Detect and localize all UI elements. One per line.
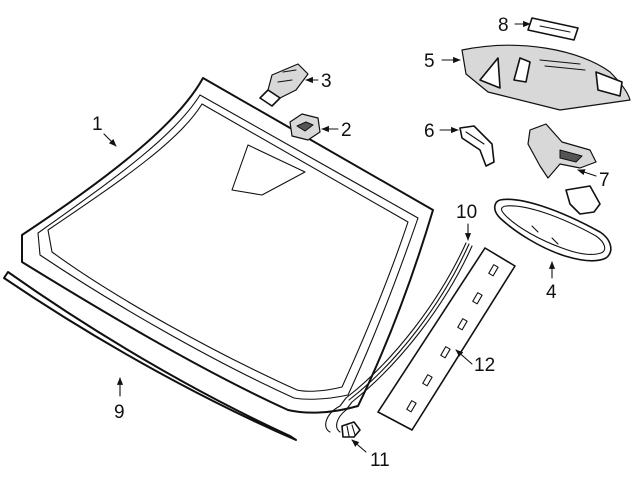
side-molding	[325, 242, 473, 433]
lower-molding	[3, 271, 297, 441]
callout-5: 5	[424, 51, 435, 72]
leader-7	[577, 169, 597, 177]
leader-11	[351, 439, 367, 453]
leader-lines	[103, 20, 597, 453]
callout-labels: 1 2 3 4 5 6 7 8 9 10 11 12	[92, 15, 610, 471]
callout-3: 3	[321, 71, 332, 92]
rain-sensor	[289, 113, 321, 141]
callout-6: 6	[424, 121, 435, 142]
mirror-base-cover	[527, 123, 597, 179]
leader-1	[103, 133, 117, 147]
callout-4: 4	[546, 282, 557, 303]
adhesive-strip	[377, 247, 516, 431]
callout-12: 12	[474, 355, 495, 376]
windshield	[21, 77, 434, 414]
callout-10: 10	[456, 202, 477, 223]
callout-2: 2	[341, 120, 352, 141]
leader-12	[455, 349, 473, 365]
mirror-cover	[461, 44, 631, 111]
callout-9: 9	[114, 402, 125, 423]
callout-8: 8	[498, 15, 509, 36]
sensor-bracket	[259, 63, 309, 107]
rearview-mirror	[493, 185, 612, 262]
clip	[341, 421, 361, 438]
sensor-cover	[527, 17, 579, 41]
callout-7: 7	[599, 170, 610, 191]
mirror-bracket	[459, 125, 495, 167]
callout-11: 11	[370, 450, 390, 471]
callout-1: 1	[92, 114, 103, 135]
